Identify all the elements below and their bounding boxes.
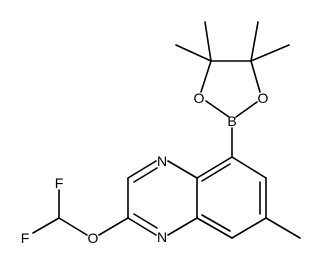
bond-c2-n1 — [127, 217, 157, 236]
atom-label-n-top: N — [157, 153, 167, 169]
bond-o-left-c — [200, 60, 212, 93]
bond-methyl-1 — [175, 44, 212, 62]
bond-o-chf2 — [58, 217, 88, 236]
bond-c2-n1-double — [133, 213, 158, 229]
atom-label-o-ether: O — [88, 230, 99, 246]
bond-c7-methyl — [265, 217, 301, 239]
bond-c4a-c5-double — [201, 163, 231, 182]
bond-c7-c8 — [231, 217, 267, 239]
atom-label-boron: B — [227, 113, 236, 129]
bond-c8-c8a-double — [201, 214, 231, 232]
atom-label-o-right: O — [258, 90, 269, 106]
bond-o-right-c — [250, 60, 261, 93]
bond-c5-c6 — [231, 156, 267, 179]
bond-c8-c8a — [196, 217, 233, 239]
bond-c4a-n4 — [167, 160, 198, 179]
bond-c2-o — [98, 217, 129, 236]
bond-chf2-f-bottom — [32, 217, 60, 234]
bond-n4-c3 — [127, 160, 157, 179]
bond-c4a-c5 — [196, 156, 233, 179]
bond-methyl-3 — [250, 21, 259, 62]
bond-methyl-2 — [204, 21, 212, 62]
atom-label-n-bottom: N — [157, 229, 167, 245]
atom-label-f-bottom: F — [21, 230, 30, 246]
bond-n1-c8a — [167, 217, 198, 236]
bond-b-o-right — [235, 101, 258, 118]
bond-methyl-4 — [250, 44, 290, 62]
atom-label-o-left: O — [194, 90, 205, 106]
bond-n4-c3-double — [133, 167, 158, 183]
bond-b-o-left — [205, 100, 230, 118]
atom-label-f-top: F — [55, 175, 64, 191]
